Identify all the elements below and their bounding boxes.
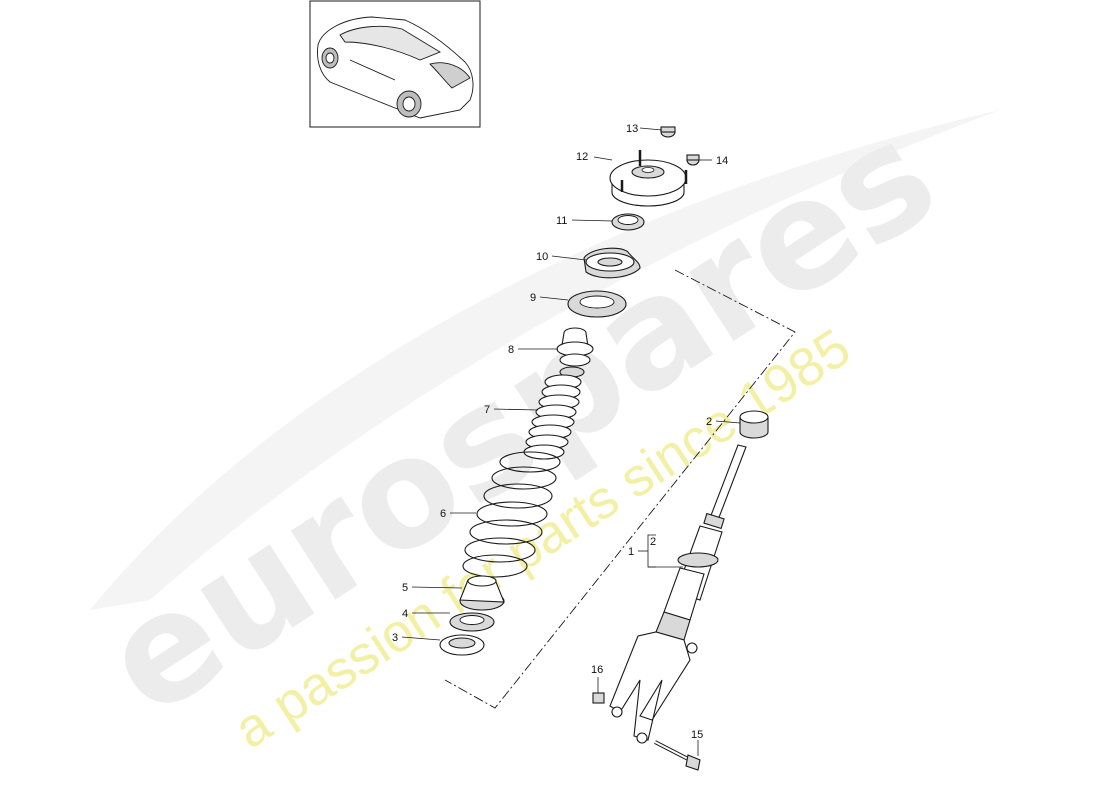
callout-15: 15	[691, 729, 703, 741]
dust-boot-part-7	[523, 374, 582, 460]
callout-2-sub: 2	[650, 536, 656, 548]
lower-seat-part-5	[459, 575, 505, 611]
nut-part-13	[660, 126, 676, 138]
shock-absorber-part-1	[609, 444, 747, 744]
callout-16: 16	[591, 664, 603, 676]
callout-6: 6	[440, 508, 446, 520]
callout-4: 4	[402, 608, 408, 620]
callout-10: 10	[536, 251, 548, 263]
callout-11: 11	[556, 215, 567, 227]
callout-9: 9	[530, 292, 536, 304]
callout-7: 7	[484, 404, 490, 416]
watermark-swoosh	[90, 110, 1000, 610]
callout-5: 5	[402, 582, 408, 594]
bushing-part-2	[739, 410, 769, 439]
vehicle-thumbnail	[309, 0, 481, 128]
coil-spring-part-6	[462, 451, 561, 578]
callout-8: 8	[508, 344, 514, 356]
assembly-boundary	[444, 269, 796, 709]
spring-seat-part-10	[583, 247, 641, 279]
callouts: 13 12 14 11 10 9 8 7 6 5 4 3 2 1 2 16 15	[392, 123, 728, 741]
callout-12: 12	[576, 151, 588, 163]
bump-stop-part-8	[556, 327, 594, 378]
callout-14: 14	[716, 155, 728, 167]
watermark-brand: eurospares	[75, 88, 965, 750]
callout-3: 3	[392, 632, 398, 644]
rubber-pad-part-9	[567, 290, 627, 318]
isolator-part-3	[439, 634, 485, 656]
nut-part-14	[686, 154, 700, 166]
nut-part-16	[592, 692, 605, 704]
callout-2: 2	[706, 416, 712, 428]
ring-part-11	[611, 213, 645, 231]
top-mount-part-12	[609, 150, 688, 207]
callout-13: 13	[626, 123, 638, 135]
ring-part-4	[449, 612, 495, 632]
bolt-part-15	[654, 740, 701, 771]
car-rear-three-quarter-icon	[317, 16, 474, 119]
leader-lines	[401, 127, 741, 756]
callout-1: 1	[628, 546, 634, 558]
